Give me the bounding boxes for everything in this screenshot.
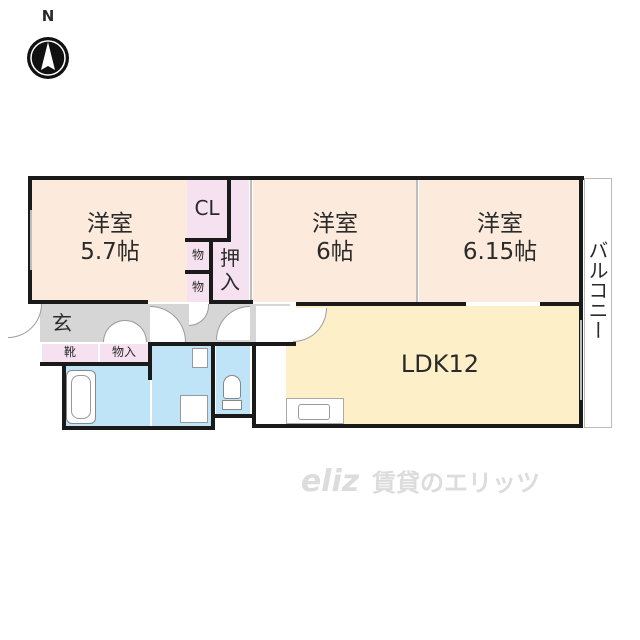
storage-2-label: 物 — [191, 280, 204, 294]
western-room-3 — [419, 178, 579, 302]
window-room1-left — [30, 210, 32, 270]
wall-bath-bottom — [62, 426, 214, 430]
wall-wash-right — [211, 342, 215, 430]
wall-storage-divider — [185, 270, 211, 274]
kitchen-sink — [298, 404, 330, 420]
north-arrow-icon — [26, 36, 70, 80]
washing-machine-pan — [180, 395, 208, 423]
western-room-1-name: 洋室 — [87, 211, 133, 237]
wall-toilet-bottom — [211, 414, 254, 418]
wall-hall-ldk — [252, 342, 296, 346]
ldk-entry — [256, 306, 296, 344]
wall-oshiire-bottom — [209, 300, 253, 304]
storage-2 — [187, 274, 209, 302]
western-room-3-name: 洋室 — [477, 211, 523, 237]
watermark-text: 賃貸のエリッツ — [372, 469, 540, 497]
wall-bottom-ldk — [252, 424, 583, 428]
western-room-1 — [30, 178, 187, 302]
storage-entry-label: 物入 — [111, 345, 136, 359]
wall-wash-left — [148, 342, 152, 380]
storage-1-label: 物 — [191, 248, 204, 262]
oshiire — [211, 242, 249, 302]
entrance-door[interactable] — [8, 304, 42, 338]
entrance-label: 玄 — [52, 311, 72, 335]
western-room-1-size: 5.7帖 — [80, 239, 140, 265]
wall-ldk-top-right — [540, 302, 582, 306]
wall-entry-bottom — [40, 362, 150, 366]
western-room-3-size: 6.15帖 — [462, 239, 538, 265]
closet — [187, 178, 227, 238]
western-room-2-size: 6帖 — [316, 239, 354, 265]
shoe-box — [42, 344, 98, 362]
wall-ldk-left — [252, 342, 256, 428]
wall-storage-right — [209, 240, 213, 304]
watermark-logo: eliz — [300, 464, 360, 499]
wall-bath-left — [62, 362, 66, 428]
partition-room2-room3 — [416, 180, 418, 302]
western-room-2-name: 洋室 — [312, 211, 358, 237]
kitchen-counter — [286, 398, 344, 424]
wall-ldk-top — [296, 302, 466, 306]
oshiire-upper — [231, 178, 249, 242]
wall-cl-bottom — [185, 238, 229, 242]
balcony-label: バルコニー — [585, 240, 609, 340]
wall-cl-right — [227, 178, 231, 242]
toilet-tank — [222, 400, 242, 410]
ldk-kitchen-area — [256, 346, 286, 424]
ldk-label: LDK12 — [400, 350, 480, 378]
western-room-2 — [253, 178, 417, 302]
storage-entry — [100, 344, 148, 362]
wall-room1-bottom — [28, 300, 148, 304]
wall-wash-top — [148, 342, 252, 346]
compass-north-label: N — [41, 7, 55, 25]
oshiire-label: 押入 — [220, 246, 240, 294]
storage-1 — [187, 242, 209, 270]
closet-label: CL — [194, 196, 220, 220]
window-ldk-right — [580, 320, 582, 400]
entrance — [40, 304, 88, 342]
bathtub-inner — [71, 375, 91, 419]
wash-basin — [192, 348, 208, 368]
toilet-bowl — [223, 375, 241, 399]
wall-top — [28, 176, 584, 180]
balcony — [584, 178, 612, 428]
shoe-box-label: 靴 — [63, 345, 76, 359]
partition-room1-room2 — [250, 180, 252, 300]
